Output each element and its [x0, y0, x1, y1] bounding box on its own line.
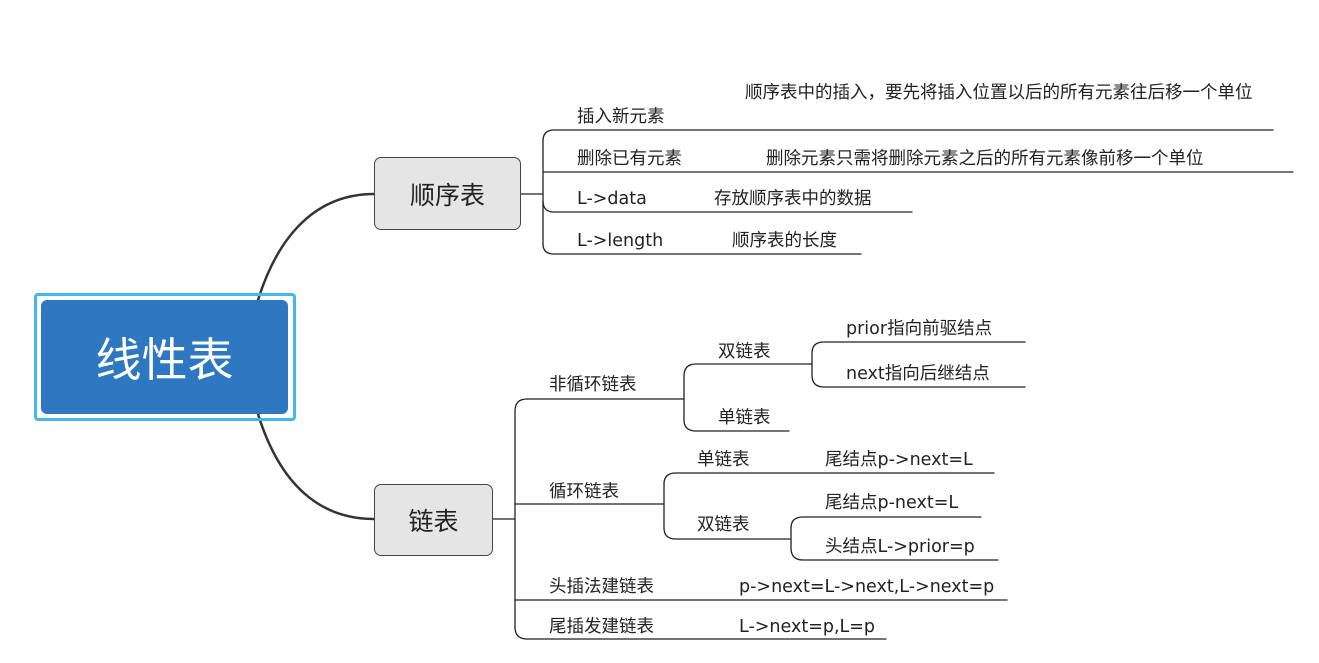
note-insert-element[interactable]: 顺序表中的插入，要先将插入位置以后的所有元素往后移一个单位 — [745, 83, 1253, 103]
node-noncircular-list[interactable]: 非循环链表 — [549, 375, 637, 395]
node-nc-double-list[interactable]: 双链表 — [718, 342, 771, 362]
note-c-double-tail[interactable]: 尾结点p-next=L — [825, 493, 959, 513]
edge-nc-double-next — [811, 374, 1026, 388]
node-insert-element[interactable]: 插入新元素 — [577, 107, 665, 127]
edge-seq-length — [542, 243, 862, 255]
root-label: 线性表 — [95, 333, 234, 387]
edge-c-double — [663, 527, 792, 540]
node-tail-insert[interactable]: 尾插发建链表 — [549, 617, 654, 637]
note-delete-element[interactable]: 删除元素只需将删除元素之后的所有元素像前移一个单位 — [766, 149, 1204, 169]
edge-linked-spine-top — [514, 398, 528, 412]
edge-c-double-spine — [790, 516, 982, 529]
node-l-length[interactable]: L->length — [577, 231, 664, 251]
note-nc-prior[interactable]: prior指向前驱结点 — [846, 319, 993, 339]
note-c-single-tail[interactable]: 尾结点p->next=L — [825, 450, 973, 470]
node-head-insert[interactable]: 头插法建链表 — [549, 577, 654, 597]
node-circular-list[interactable]: 循环链表 — [549, 482, 619, 502]
note-tail-insert-code[interactable]: L->next=p,L=p — [739, 617, 876, 637]
note-c-double-head[interactable]: 头结点L->prior=p — [825, 537, 975, 557]
edge-c-spine-top — [663, 472, 995, 485]
note-l-data[interactable]: 存放顺序表中的数据 — [714, 189, 872, 209]
note-l-length[interactable]: 顺序表的长度 — [732, 231, 837, 251]
root-node[interactable]: 线性表 — [41, 300, 288, 414]
node-sequential-list-label: 顺序表 — [409, 180, 485, 210]
note-nc-next[interactable]: next指向后继结点 — [846, 364, 990, 384]
node-nc-single-list[interactable]: 单链表 — [718, 408, 771, 428]
node-linked-list-label: 链表 — [408, 507, 459, 536]
node-sequential-list[interactable]: 顺序表 — [374, 157, 521, 230]
edge-seq-insert — [542, 129, 1274, 142]
node-linked-list[interactable]: 链表 — [374, 484, 493, 556]
edge-nc-single — [683, 419, 790, 432]
note-head-insert-code[interactable]: p->next=L->next,L->next=p — [739, 577, 995, 597]
node-c-double-list[interactable]: 双链表 — [697, 515, 750, 535]
node-c-single-list[interactable]: 单链表 — [697, 450, 750, 470]
edge-nc-double-spine — [811, 341, 1026, 354]
node-l-data[interactable]: L->data — [577, 189, 647, 209]
node-delete-element[interactable]: 删除已有元素 — [577, 149, 682, 169]
edge-root-seq — [256, 192, 376, 302]
edge-c-double-head — [790, 547, 999, 561]
edge-root-linked — [256, 412, 376, 521]
edge-linked-spine-bottom — [514, 626, 528, 640]
edge-seq-data — [542, 200, 913, 213]
edge-nc-spine — [683, 363, 813, 377]
root-selection-frame — [34, 293, 296, 421]
